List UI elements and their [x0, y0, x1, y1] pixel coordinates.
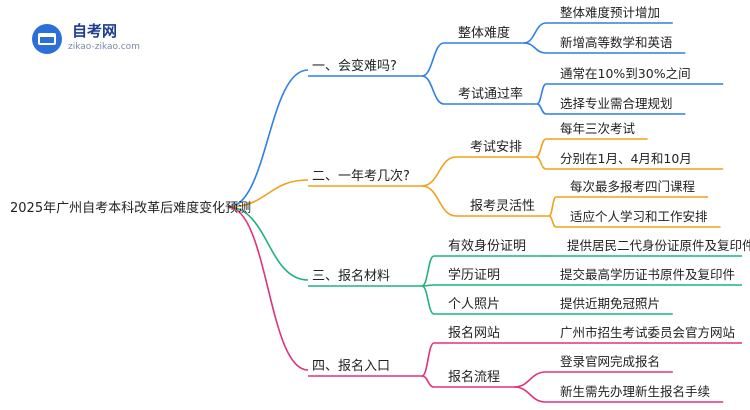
- leaf-node[interactable]: 分别在1月、4月和10月: [560, 151, 692, 166]
- leaf-node[interactable]: 登录官网完成报名: [560, 354, 660, 369]
- edge-branch-child: [421, 375, 435, 388]
- edge-root-branch: [227, 179, 309, 208]
- edge-child-leaf: [523, 42, 547, 54]
- edge-root-branch: [227, 206, 309, 281]
- leaf-node[interactable]: 通常在10%到30%之间: [560, 66, 691, 81]
- logo-url: zikao-zikao.com: [68, 42, 140, 52]
- edge-child-leaf: [536, 83, 547, 105]
- edge-branch-child: [421, 342, 435, 377]
- edge-child-leaf: [535, 156, 547, 170]
- edge-branch-child: [421, 156, 457, 187]
- edge-child-leaf: [535, 138, 547, 158]
- root-node[interactable]: 2025年广州自考本科改革后难度变化预测: [10, 200, 251, 216]
- branch-node[interactable]: 四、报名入口: [312, 358, 390, 374]
- leaf-node[interactable]: 新增高等数学和英语: [560, 35, 673, 50]
- edge-branch-child: [421, 42, 445, 77]
- edge-branch-child: [421, 185, 457, 217]
- child-node[interactable]: 有效身份证明: [448, 238, 526, 254]
- edge-child-leaf: [513, 386, 547, 403]
- child-node[interactable]: 学历证明: [448, 267, 500, 283]
- branch-node[interactable]: 二、一年考几次?: [312, 168, 410, 184]
- edge-child-leaf: [513, 371, 547, 388]
- edge-child-leaf: [536, 103, 547, 115]
- child-node[interactable]: 整体难度: [458, 25, 510, 41]
- branch-node[interactable]: 一、会变难吗?: [312, 58, 397, 74]
- leaf-node[interactable]: 整体难度预计增加: [560, 5, 660, 20]
- child-node[interactable]: 个人照片: [448, 297, 500, 312]
- child-node[interactable]: 报名网站: [448, 325, 500, 341]
- edge-child-leaf: [548, 215, 557, 228]
- graduation-cap-icon: [32, 24, 62, 54]
- child-node[interactable]: 考试通过率: [458, 86, 523, 102]
- leaf-node[interactable]: 适应个人学习和工作安排: [570, 209, 708, 224]
- leaf-node[interactable]: 提交最高学历证书原件及复印件: [560, 267, 735, 282]
- child-node[interactable]: 考试安排: [470, 140, 522, 155]
- edge-root-branch: [227, 206, 309, 371]
- leaf-node[interactable]: 广州市招生考试委员会官方网站: [560, 325, 735, 340]
- edge-branch-child: [421, 75, 445, 105]
- leaf-node[interactable]: 提供居民二代身份证原件及复印件: [567, 238, 750, 253]
- leaf-node[interactable]: 选择专业需合理规划: [560, 96, 673, 111]
- logo-title: 自考网: [72, 22, 118, 40]
- edge-child-leaf: [523, 22, 547, 44]
- edge-branch-child: [421, 255, 435, 287]
- edge-root-branch: [227, 69, 309, 208]
- child-node[interactable]: 报考灵活性: [470, 199, 535, 214]
- leaf-node[interactable]: 每次最多报考四门课程: [570, 179, 696, 194]
- site-logo[interactable]: 自考网 zikao-zikao.com: [32, 20, 142, 56]
- leaf-node[interactable]: 每年三次考试: [560, 121, 636, 136]
- branch-node[interactable]: 三、报名材料: [312, 268, 390, 284]
- leaf-node[interactable]: 提供近期免冠照片: [560, 296, 660, 311]
- leaf-node[interactable]: 新生需先办理新生报名手续: [560, 384, 710, 399]
- child-node[interactable]: 报名流程: [448, 369, 500, 385]
- edge-child-leaf: [548, 196, 557, 217]
- edge-branch-child: [421, 285, 435, 315]
